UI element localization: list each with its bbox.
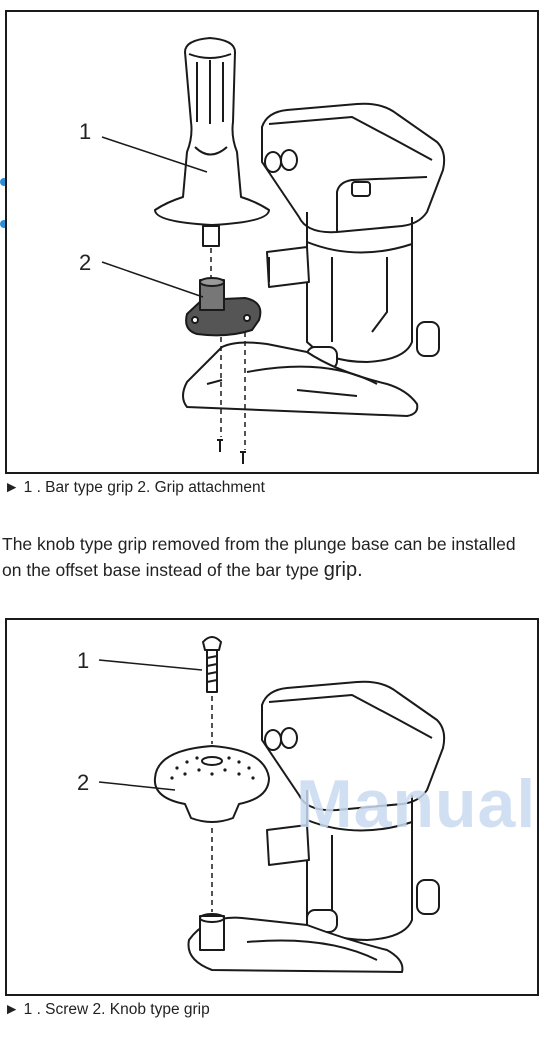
figure1-caption: ► 1 . Bar type grip 2. Grip attachment [4, 479, 265, 496]
screw [202, 636, 222, 693]
paragraph-last-word: grip. [323, 559, 363, 581]
margin-bullet-1 [0, 178, 8, 186]
grip-attachment [185, 277, 262, 337]
router-base-2 [187, 913, 404, 973]
figure-knob-grip: 1 2 [5, 618, 539, 996]
figure1-callout-2: 2 [79, 250, 91, 275]
figure2-callout-2: 2 [77, 770, 89, 795]
router-body [261, 102, 446, 370]
dashed-guides [210, 248, 246, 450]
knob-grip-illustration: 1 2 [77, 636, 446, 973]
paragraph-text: The knob type grip removed from the plun… [2, 534, 516, 580]
bar-grip-illustration: 1 2 [79, 37, 446, 464]
body-paragraph: The knob type grip removed from the plun… [2, 531, 532, 583]
screws [217, 439, 246, 464]
figure2-caption: ► 1 . Screw 2. Knob type grip [4, 1001, 210, 1018]
router-base [182, 341, 419, 417]
router-body-2 [261, 680, 446, 941]
figure1-callout-1: 1 [79, 119, 91, 144]
margin-bullet-2 [0, 220, 8, 228]
bar-grip [154, 37, 270, 247]
knob [153, 745, 270, 823]
figure-bar-grip: 1 2 [5, 10, 539, 474]
figure2-callout-1: 1 [77, 648, 89, 673]
